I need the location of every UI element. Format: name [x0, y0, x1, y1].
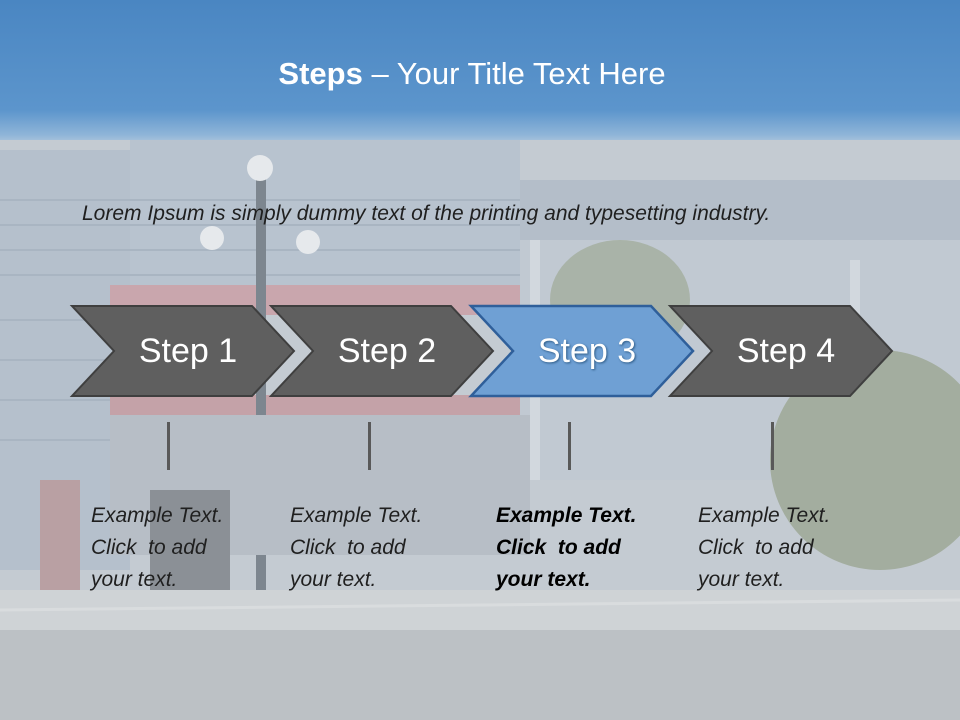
- step-4-text[interactable]: Example Text. Click to add your text.: [698, 500, 868, 596]
- step-1-line-3: your text.: [91, 568, 178, 591]
- step-1-line-2: Click to add: [91, 536, 207, 559]
- step-1-chevron[interactable]: [69, 305, 296, 397]
- step-3-text[interactable]: Example Text. Click to add your text.: [496, 500, 666, 596]
- step-4-line-2: Click to add: [698, 536, 814, 559]
- step-2-label: Step 2: [337, 332, 437, 370]
- step-3-line-1: Example Text.: [496, 504, 637, 527]
- step-2-text[interactable]: Example Text. Click to add your text.: [290, 500, 460, 596]
- step-3-connector: [568, 422, 571, 470]
- step-4-chevron[interactable]: [667, 305, 894, 397]
- step-1-label: Step 1: [138, 332, 238, 370]
- step-3-line-3: your text.: [496, 568, 591, 591]
- step-2-chevron[interactable]: [268, 305, 495, 397]
- step-3-label: Step 3: [537, 332, 637, 370]
- step-3-line-2: Click to add: [496, 536, 621, 559]
- step-4-label: Step 4: [736, 332, 836, 370]
- step-4-line-1: Example Text.: [698, 504, 831, 527]
- step-1-text[interactable]: Example Text. Click to add your text.: [91, 500, 261, 596]
- step-4-line-3: your text.: [698, 568, 785, 591]
- step-3-chevron[interactable]: [468, 304, 695, 398]
- step-2-line-1: Example Text.: [290, 504, 423, 527]
- title-rest: – Your Title Text Here: [362, 56, 666, 91]
- step-2-line-3: your text.: [290, 568, 377, 591]
- step-2-line-2: Click to add: [290, 536, 406, 559]
- step-2-connector: [368, 422, 371, 470]
- intro-text: Lorem Ipsum is simply dummy text of the …: [82, 202, 771, 225]
- step-1-line-1: Example Text.: [91, 504, 224, 527]
- step-4-connector: [771, 422, 774, 470]
- step-1-connector: [167, 422, 170, 470]
- slide-title: Steps – Your Title Text Here: [0, 54, 944, 94]
- title-bold: Steps: [278, 56, 363, 91]
